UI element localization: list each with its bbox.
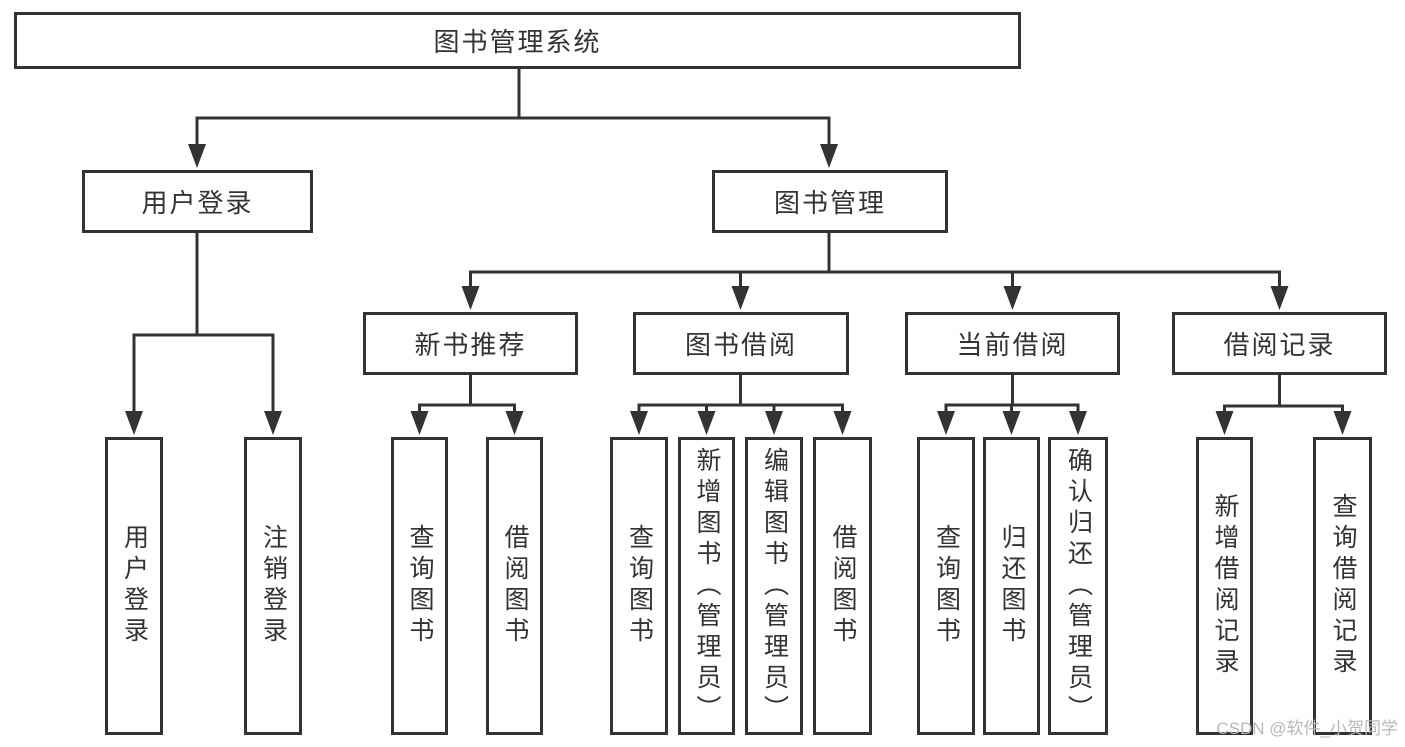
node-user-login: 用户登录 <box>82 170 313 233</box>
node-label: 新增借阅记录 <box>1211 493 1239 679</box>
node-label: 借阅图书 <box>501 524 529 648</box>
leaf-add-borrow-record: 新增借阅记录 <box>1196 437 1253 735</box>
node-label: 用户登录 <box>120 524 149 648</box>
leaf-user-login: 用户登录 <box>105 437 163 735</box>
leaf-query-books-borrow: 查询图书 <box>610 437 668 735</box>
node-label: 查询图书 <box>406 524 434 648</box>
leaf-confirm-return-admin: 确认归还（管理员） <box>1048 437 1108 735</box>
node-label: 新书推荐 <box>414 330 527 360</box>
leaf-logout: 注销登录 <box>244 437 302 735</box>
node-label: 新增图书（管理员） <box>693 446 721 726</box>
leaf-query-borrow-record: 查询借阅记录 <box>1313 437 1372 735</box>
leaf-edit-books-admin: 编辑图书（管理员） <box>745 437 803 735</box>
node-label: 注销登录 <box>259 524 288 648</box>
node-label: 查询图书 <box>932 524 961 648</box>
node-label: 图书借阅 <box>684 330 797 360</box>
node-borrowing-records: 借阅记录 <box>1172 312 1387 375</box>
leaf-query-books-recommend: 查询图书 <box>391 437 448 735</box>
node-book-borrowing: 图书借阅 <box>633 312 849 375</box>
node-current-borrowing: 当前借阅 <box>905 312 1120 375</box>
node-label: 图书管理 <box>773 188 886 218</box>
node-label: 借阅记录 <box>1223 330 1336 360</box>
node-label: 借阅图书 <box>829 524 857 648</box>
node-label: 当前借阅 <box>956 330 1069 360</box>
leaf-return-books: 归还图书 <box>983 437 1040 735</box>
node-library-management-system: 图书管理系统 <box>14 12 1021 69</box>
node-label: 图书管理系统 <box>433 27 602 57</box>
node-label: 查询借阅记录 <box>1329 493 1357 679</box>
leaf-borrow-books-recommend: 借阅图书 <box>486 437 543 735</box>
node-new-book-recommend: 新书推荐 <box>363 312 578 375</box>
node-label: 查询图书 <box>625 524 654 648</box>
leaf-add-books-admin: 新增图书（管理员） <box>678 437 735 735</box>
node-label: 用户登录 <box>141 188 254 218</box>
node-label: 编辑图书（管理员） <box>760 446 789 726</box>
node-label: 归还图书 <box>998 524 1026 648</box>
node-label: 确认归还（管理员） <box>1064 446 1093 726</box>
leaf-borrow-books: 借阅图书 <box>813 437 872 735</box>
leaf-query-books-current: 查询图书 <box>917 437 975 735</box>
node-book-management: 图书管理 <box>712 170 948 233</box>
